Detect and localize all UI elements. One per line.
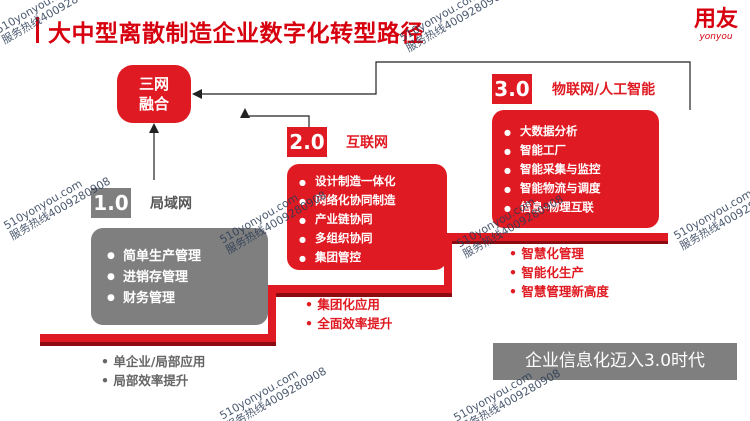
arrow-up-icon (240, 108, 250, 118)
list-item: 集团管控 (297, 248, 447, 268)
hub-line-2: 融合 (138, 95, 169, 113)
list-item: 智能工厂 (502, 141, 659, 161)
stage-1-notes: • 单企业/局部应用 • 局部效率提升 (101, 352, 205, 390)
logo-subtext: yonyou (699, 32, 733, 42)
note-line: • 集团化应用 (305, 297, 380, 312)
stage-3-notes: • 智慧化管理 • 智能化生产 • 智慧管理新高度 (509, 244, 609, 301)
stage-2-level-badge: 2.0 (287, 127, 327, 157)
list-item: 简单生产管理 (105, 246, 268, 267)
note-line: • 全面效率提升 (305, 316, 393, 331)
list-item: 信息-物理互联 (502, 198, 659, 218)
note-line: • 智能化生产 (509, 265, 584, 280)
connector-stage3-top (375, 61, 691, 110)
list-item: 设计制造一体化 (297, 172, 447, 192)
stage-3-card: 大数据分析 智能工厂 智能采集与监控 智能物流与调度 信息-物理互联 (492, 110, 659, 228)
list-item: 智能物流与调度 (502, 179, 659, 199)
banner-era-statement: 企业信息化迈入3.0时代 (493, 343, 737, 380)
list-item: 智能采集与监控 (502, 160, 659, 180)
logo-text: 用友 (693, 7, 738, 32)
list-item: 多组织协同 (297, 229, 447, 249)
stage-1-card: 简单生产管理 进销存管理 财务管理 (91, 228, 268, 325)
stage-2-notes: • 集团化应用 • 全面效率提升 (305, 295, 392, 333)
stage-1-name: 局域网 (150, 196, 192, 212)
note-line: • 智慧化管理 (509, 246, 584, 261)
note-line: • 局部效率提升 (101, 373, 189, 388)
note-line: • 单企业/局部应用 (101, 354, 206, 369)
list-item: 财务管理 (105, 288, 268, 309)
title-accent-bar (36, 17, 39, 43)
stage-2-card: 设计制造一体化 网络化协同制造 产业链协同 多组织协同 集团管控 (287, 164, 447, 270)
stage-3-name: 物联网/人工智能 (552, 82, 656, 98)
list-item: 产业链协同 (297, 210, 447, 230)
page-title: 大中型离散制造企业数字化转型路径 (48, 21, 424, 47)
yonyou-logo: 用友 yonyou (690, 8, 742, 48)
stage-2-name: 互联网 (346, 135, 388, 151)
arrow-left-icon (192, 89, 202, 99)
note-line: • 智慧管理新高度 (509, 284, 609, 299)
hub-three-networks: 三网 融合 (117, 65, 191, 123)
hub-line-1: 三网 (138, 75, 169, 93)
stage-1-level-badge: 1.0 (91, 188, 131, 218)
stage-3-level-badge: 3.0 (492, 74, 532, 104)
list-item: 网络化协同制造 (297, 191, 447, 211)
list-item: 大数据分析 (502, 122, 659, 142)
arrow-up-icon (149, 123, 159, 133)
list-item: 进销存管理 (105, 267, 268, 288)
connector-stage3 (196, 77, 377, 95)
staircase-step (40, 233, 668, 342)
